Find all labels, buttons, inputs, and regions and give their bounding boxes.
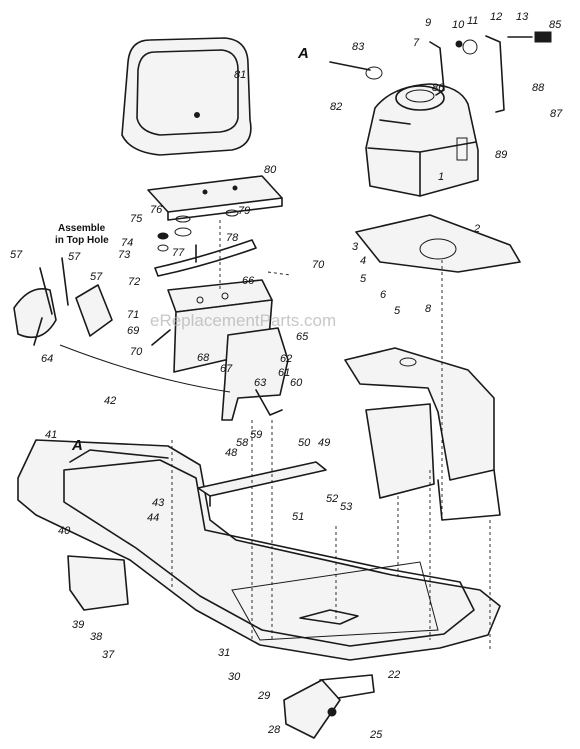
callout: 13	[516, 11, 529, 23]
callout: 65	[296, 331, 309, 343]
callout: 72	[128, 276, 140, 288]
callout: 7	[413, 37, 420, 49]
callout: 89	[495, 149, 507, 161]
callout: 79	[238, 205, 250, 217]
callout: 6	[380, 289, 387, 301]
callout: 78	[226, 232, 239, 244]
main-frame	[17, 439, 501, 661]
callout: 52	[326, 493, 338, 505]
assembly-note-line-2: in Top Hole	[55, 235, 109, 246]
callout: 2	[473, 223, 480, 235]
callout: 42	[104, 395, 116, 407]
callout: 62	[280, 353, 292, 365]
callout: 44	[147, 512, 159, 524]
callout: 71	[127, 309, 139, 321]
callout: 1	[438, 171, 444, 183]
callout: 73	[118, 249, 131, 261]
callout: 53	[340, 501, 353, 513]
ref-mark-lower: A	[71, 437, 83, 454]
callout: 50	[298, 437, 311, 449]
callout: 28	[267, 724, 281, 736]
callout: 39	[72, 619, 84, 631]
callout: 49	[318, 437, 330, 449]
callout: 37	[102, 649, 115, 661]
callout: 43	[152, 497, 165, 509]
callout: 5	[360, 273, 367, 285]
callout: 70	[312, 259, 325, 271]
callout: 48	[225, 447, 238, 459]
callout: 86	[432, 82, 445, 94]
callout: 85	[549, 19, 562, 31]
callouts: 1 2 3 4 5 5 6 7 8 9 10 11 12 13 22 25 28…	[10, 11, 563, 741]
callout: 4	[360, 255, 366, 267]
callout: 57	[90, 271, 103, 283]
rear-bracket	[283, 674, 375, 739]
cross-member	[197, 461, 327, 507]
callout: 8	[425, 303, 432, 315]
callout: 80	[264, 164, 277, 176]
callout: 31	[218, 647, 230, 659]
seat	[121, 37, 252, 156]
callout: 59	[250, 429, 262, 441]
callout: 87	[550, 108, 563, 120]
callout: 68	[197, 352, 210, 364]
callout: 41	[45, 429, 57, 441]
callout: 22	[387, 669, 400, 681]
assembly-lines	[59, 220, 491, 650]
callout: 69	[127, 325, 139, 337]
seat-bracket	[147, 175, 283, 221]
front-bracket	[67, 555, 129, 611]
ref-mark-upper: A	[297, 45, 309, 62]
callout: 60	[290, 377, 303, 389]
callout: 3	[352, 241, 359, 253]
callout: 70	[130, 346, 143, 358]
callout: 9	[425, 17, 431, 29]
callout: 38	[90, 631, 103, 643]
callout: 29	[257, 690, 270, 702]
callout: 66	[242, 275, 255, 287]
callout: 63	[254, 377, 267, 389]
callout: 58	[236, 437, 249, 449]
lever-bracket	[221, 327, 289, 421]
callout: 82	[330, 101, 342, 113]
assembly-note-line-1: Assemble	[58, 223, 106, 234]
callout: 57	[10, 249, 23, 261]
throttle-linkage	[329, 31, 552, 113]
engine-mount-plate	[355, 214, 521, 273]
callout: 64	[41, 353, 53, 365]
watermark: eReplacementParts.com	[150, 311, 336, 330]
callout: 83	[352, 41, 365, 53]
callout: 51	[292, 511, 304, 523]
callout: 74	[121, 237, 133, 249]
callout: 75	[130, 213, 143, 225]
callout: 76	[150, 204, 163, 216]
callout: 25	[369, 729, 383, 741]
callout: 10	[452, 19, 465, 31]
seat-hardware	[157, 209, 239, 263]
callout: 88	[532, 82, 545, 94]
callout: 11	[467, 15, 478, 27]
callout: 5	[394, 305, 401, 317]
callout: 40	[58, 525, 71, 537]
callout: 57	[68, 251, 81, 263]
left-controls	[13, 257, 113, 346]
callout: 61	[278, 367, 290, 379]
callout: 12	[490, 11, 502, 23]
callout: 30	[228, 671, 241, 683]
spring-bracket	[154, 239, 257, 277]
fender	[344, 347, 501, 521]
callout: 77	[172, 247, 185, 259]
callout: 81	[234, 69, 246, 81]
engine	[365, 83, 479, 197]
callout: 67	[220, 363, 233, 375]
